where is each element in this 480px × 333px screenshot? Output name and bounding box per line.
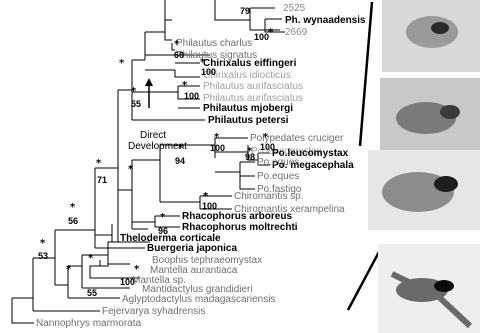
support-value: 71 bbox=[97, 175, 107, 185]
support-star: * bbox=[40, 238, 46, 249]
taxon-label: Nannophrys marmorata bbox=[36, 318, 141, 329]
frog-photo-rhacophorus bbox=[378, 244, 480, 333]
taxon-label: Fejervarya syhadrensis bbox=[102, 306, 205, 317]
taxon-label: Po.eques bbox=[257, 171, 299, 182]
frog-head-shape bbox=[440, 105, 460, 119]
support-star: * bbox=[96, 158, 102, 169]
taxon-label: Philautus petersi bbox=[208, 115, 289, 126]
frog-photo-leucomystax bbox=[368, 150, 480, 230]
frog-photo-mjobergi bbox=[380, 78, 480, 150]
support-star: * bbox=[263, 132, 269, 143]
taxon-label: Philautus mjobergi bbox=[203, 103, 293, 114]
support-star: * bbox=[160, 212, 166, 223]
taxon-label: Rhacophorus arboreus bbox=[182, 211, 292, 222]
frog-head-shape bbox=[434, 176, 458, 192]
support-star: * bbox=[66, 264, 72, 275]
support-star: * bbox=[200, 57, 206, 68]
annotation-line-2: Development bbox=[128, 141, 187, 152]
support-star: * bbox=[182, 80, 188, 91]
support-value: 100 bbox=[260, 142, 275, 152]
taxon-label: Ph. wynaadensis bbox=[285, 15, 366, 26]
support-star: * bbox=[128, 164, 134, 175]
taxon-label: Chiromantis sp. bbox=[234, 191, 303, 202]
support-star: * bbox=[268, 27, 274, 38]
support-value: 55 bbox=[87, 288, 97, 298]
taxon-labels: 2525 Ph. wynaadensis 2669 Philautus char… bbox=[36, 3, 366, 329]
taxon-label: Philautus aurifasciatus bbox=[203, 81, 303, 92]
taxon-label: Buergeria japonica bbox=[147, 243, 237, 254]
taxon-label: Philautus charlus bbox=[176, 38, 252, 49]
support-value: 56 bbox=[68, 216, 78, 226]
support-star: * bbox=[131, 86, 137, 97]
support-star: * bbox=[174, 39, 180, 50]
direct-development-label: Direct Development bbox=[128, 130, 187, 152]
support-star: * bbox=[214, 132, 220, 143]
frog-head-shape bbox=[434, 280, 454, 292]
support-value: 100 bbox=[184, 91, 199, 101]
support-value: 100 bbox=[201, 67, 216, 77]
annotation-line-1: Direct bbox=[140, 130, 166, 141]
support-value: 100 bbox=[210, 143, 225, 153]
taxon-label: Aglyptodactylus madagascariensis bbox=[122, 294, 275, 305]
direct-development-arrow bbox=[145, 78, 153, 108]
support-star: * bbox=[88, 253, 94, 264]
support-value: 53 bbox=[38, 251, 48, 261]
support-value: 100 bbox=[254, 32, 269, 42]
taxon-label: Po.eques bbox=[257, 157, 299, 168]
taxon-label: Rhacophorus moltrechti bbox=[182, 222, 298, 233]
support-star: * bbox=[70, 202, 76, 213]
support-value: 96 bbox=[158, 226, 168, 236]
frog-photo-wynaadensis bbox=[382, 0, 480, 72]
frog-body-shape bbox=[406, 16, 458, 48]
support-value: 55 bbox=[131, 99, 141, 109]
support-star: * bbox=[134, 264, 140, 275]
frog-head-shape bbox=[431, 22, 449, 34]
taxon-label: Chirixalus eiffingeri bbox=[203, 58, 297, 69]
support-value: 100 bbox=[202, 201, 217, 211]
support-star: * bbox=[203, 191, 209, 202]
taxon-label: 2669 bbox=[285, 27, 308, 38]
support-star: * bbox=[247, 146, 253, 157]
support-value: 79 bbox=[240, 6, 250, 16]
support-star: * bbox=[119, 58, 125, 69]
taxon-label: Chirixalus idiocticus bbox=[203, 70, 291, 81]
support-value: 94 bbox=[175, 156, 185, 166]
support-value: 60 bbox=[174, 50, 184, 60]
support-value: 100 bbox=[120, 277, 135, 287]
taxon-label: 2525 bbox=[283, 3, 306, 14]
